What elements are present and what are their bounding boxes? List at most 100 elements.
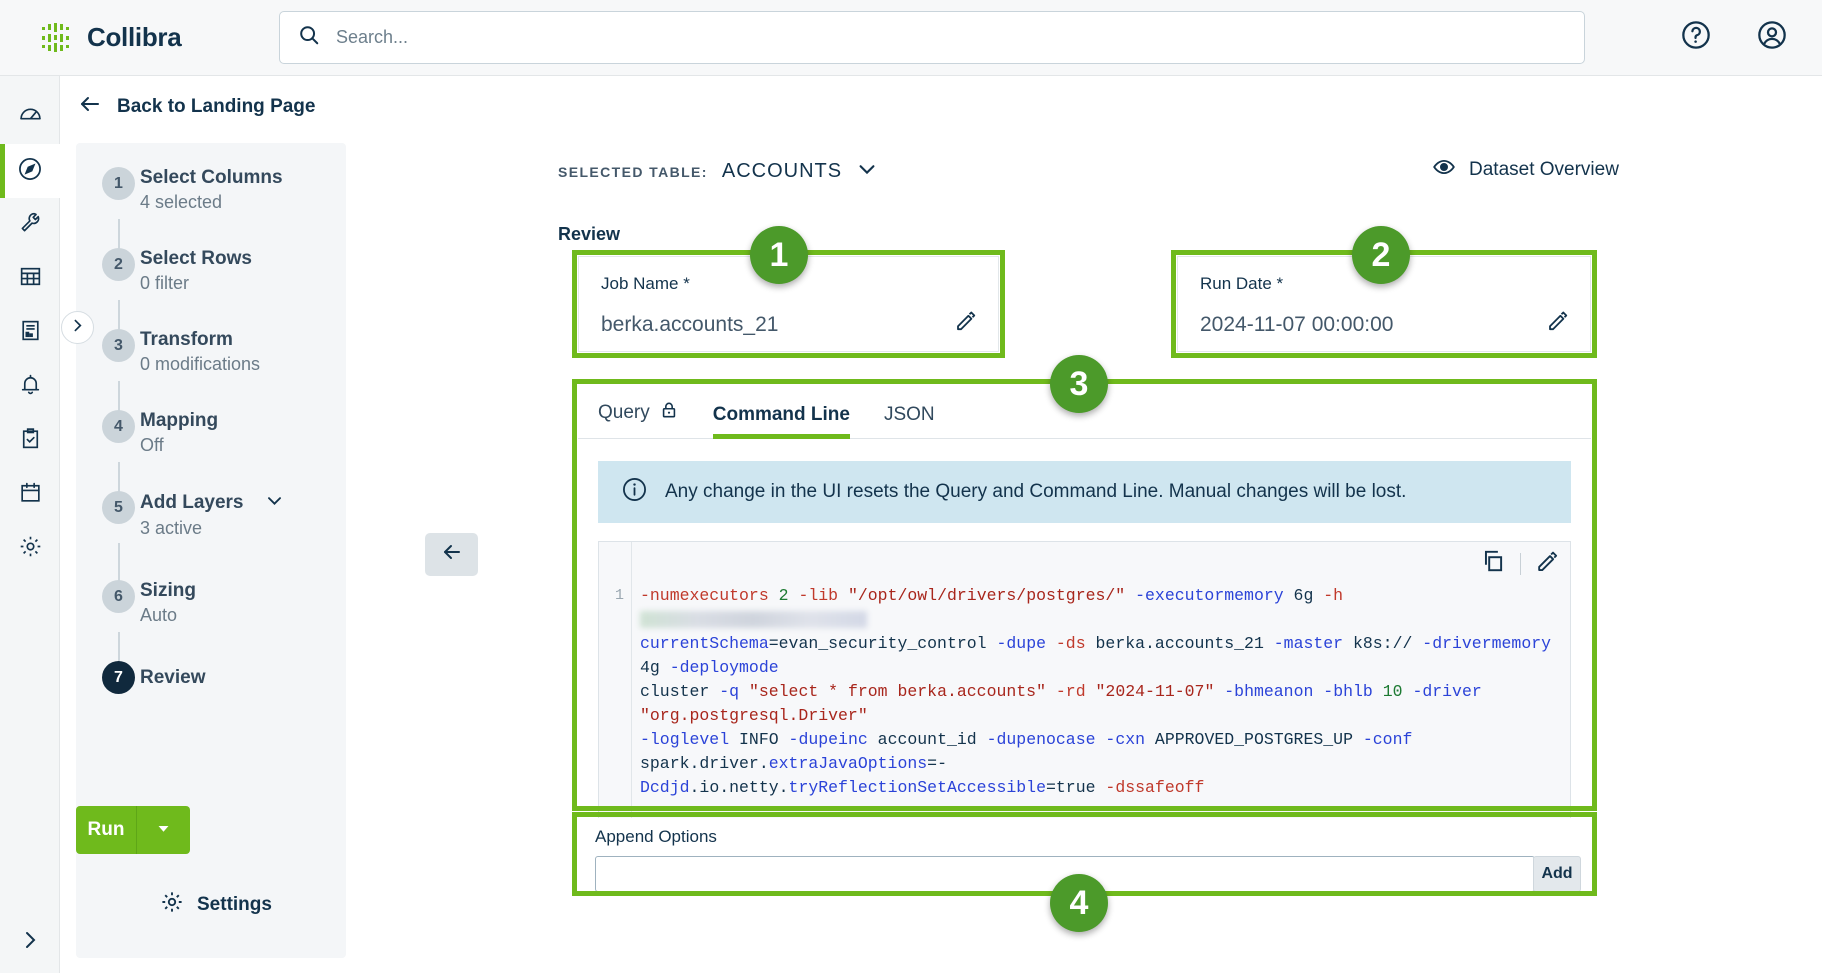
step-subtitle: 3 active: [140, 518, 203, 538]
dataset-overview-label: Dataset Overview: [1469, 158, 1619, 180]
settings-link[interactable]: Settings: [160, 890, 272, 919]
append-options-label: Append Options: [595, 827, 717, 846]
eye-icon: [1432, 155, 1456, 184]
rail-expand-button[interactable]: [0, 911, 60, 973]
step-title: Select Columns: [140, 167, 283, 188]
sidebar-item-alerts[interactable]: [0, 360, 60, 414]
sidebar-item-schedule[interactable]: [0, 468, 60, 522]
toolbar-divider: [1520, 552, 1521, 575]
chevron-down-icon[interactable]: [265, 491, 284, 515]
run-date-label: Run Date *: [1200, 274, 1284, 293]
copy-icon[interactable]: [1480, 548, 1506, 579]
info-circle-icon: [621, 476, 648, 508]
left-nav-rail: [0, 76, 60, 973]
chevron-right-icon: [18, 928, 42, 957]
arrow-left-icon: [78, 92, 102, 121]
step-subtitle: 4 selected: [140, 191, 223, 212]
chevron-right-icon: [69, 317, 86, 339]
calendar-icon: [18, 480, 43, 510]
chevron-down-icon: [155, 820, 172, 840]
gauge-icon: [18, 102, 43, 132]
step-title: Mapping: [140, 410, 219, 431]
selected-table-label: SELECTED TABLE:: [558, 163, 708, 180]
info-banner: Any change in the UI resets the Query an…: [598, 461, 1571, 523]
search-bar[interactable]: [279, 11, 1585, 64]
back-to-landing-page-link[interactable]: Back to Landing Page: [78, 92, 315, 121]
stepper-item-select-columns[interactable]: 1 Select Columns 4 selected: [76, 167, 346, 213]
step-connector: [118, 219, 120, 259]
step-title: Select Rows: [140, 248, 252, 269]
tab-query[interactable]: Query: [598, 400, 679, 438]
sidebar-item-settings[interactable]: [0, 522, 60, 576]
line-number: 1: [614, 587, 624, 604]
help-circle-icon[interactable]: [1680, 19, 1712, 56]
step-title: Review: [140, 667, 206, 688]
collibra-logo-icon: [38, 20, 74, 56]
sidebar-item-reports[interactable]: [0, 306, 60, 360]
sidebar-item-explore[interactable]: [0, 144, 60, 198]
code-gutter: 1: [599, 542, 632, 820]
sidebar-item-tools[interactable]: [0, 198, 60, 252]
step-subtitle: 0 modifications: [140, 353, 261, 374]
step-connector: [118, 300, 120, 340]
stepper-item-review[interactable]: 7 Review: [76, 661, 346, 694]
brand-name: Collibra: [87, 22, 182, 52]
step-title: Sizing: [140, 580, 196, 601]
job-name-value: berka.accounts_21: [601, 313, 779, 336]
tab-label: Command Line: [712, 404, 850, 425]
step-title: Add Layers: [140, 492, 244, 514]
search-input[interactable]: [334, 26, 1566, 49]
step-number: 7: [102, 661, 135, 694]
step-title: Transform: [140, 329, 233, 350]
gear-icon: [160, 890, 184, 919]
workflow-stepper: 1 Select Columns 4 selected 2 Select Row…: [61, 143, 346, 958]
selected-table-value: ACCOUNTS: [721, 160, 843, 182]
pencil-icon[interactable]: [1535, 549, 1560, 579]
step-number: 3: [102, 329, 135, 362]
sidebar-item-dashboard[interactable]: [0, 90, 60, 144]
step-subtitle: Auto: [140, 604, 178, 625]
step-connector: [118, 462, 120, 502]
table-grid-icon: [18, 264, 43, 294]
pencil-icon[interactable]: [1546, 309, 1570, 338]
tab-command-line[interactable]: Command Line: [712, 404, 851, 439]
step-number: 5: [102, 491, 135, 524]
pencil-icon[interactable]: [954, 309, 978, 338]
run-options-button[interactable]: [136, 806, 190, 854]
dataset-overview-link[interactable]: Dataset Overview: [1432, 155, 1619, 184]
job-name-label: Job Name *: [601, 274, 690, 293]
collapse-panel-button[interactable]: [425, 533, 478, 576]
step-connector: [118, 632, 120, 672]
run-date-value: 2024-11-07 00:00:00: [1200, 313, 1394, 336]
sidebar-item-datasets[interactable]: [0, 252, 60, 306]
step-number: 6: [102, 580, 135, 613]
selected-table-control[interactable]: SELECTED TABLE: ACCOUNTS: [558, 158, 878, 185]
step-number: 1: [102, 167, 135, 200]
search-icon: [298, 24, 320, 51]
stepper-item-select-rows[interactable]: 2 Select Rows 0 filter: [76, 248, 346, 294]
compass-icon: [17, 156, 43, 187]
tab-json[interactable]: JSON: [884, 404, 935, 438]
step-connector: [118, 381, 120, 421]
step-connector: [118, 543, 120, 591]
stepper-item-transform[interactable]: 3 Transform 0 modifications: [76, 329, 346, 375]
stepper-item-add-layers[interactable]: 5 Add Layers 3 active: [76, 491, 346, 539]
user-circle-icon[interactable]: [1756, 19, 1788, 56]
stepper-item-mapping[interactable]: 4 Mapping Off: [76, 410, 346, 456]
redacted-host-value: [640, 611, 867, 629]
tab-label: JSON: [883, 404, 935, 425]
bell-icon: [18, 372, 43, 402]
stepper-expand-button[interactable]: [61, 311, 94, 344]
step-number: 4: [102, 410, 135, 443]
code-content[interactable]: -numexecutors 2 -lib "/opt/owl/drivers/p…: [640, 586, 1561, 797]
run-button[interactable]: Run: [76, 806, 136, 854]
stepper-item-sizing[interactable]: 6 Sizing Auto: [76, 580, 346, 626]
top-bar: Collibra: [0, 0, 1822, 76]
sidebar-item-tasks[interactable]: [0, 414, 60, 468]
lock-icon: [659, 400, 679, 426]
settings-label: Settings: [197, 893, 272, 915]
gear-icon: [18, 534, 43, 564]
chevron-down-icon[interactable]: [856, 158, 878, 185]
back-link-label: Back to Landing Page: [117, 95, 316, 117]
step-number: 2: [102, 248, 135, 281]
